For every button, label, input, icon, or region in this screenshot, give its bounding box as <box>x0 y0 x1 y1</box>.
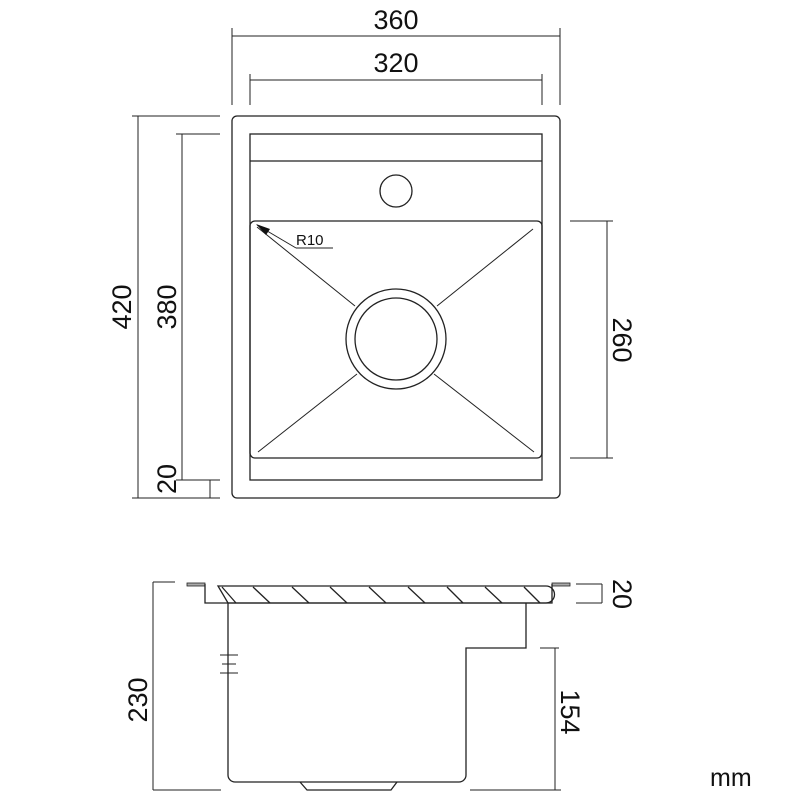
svg-text:230: 230 <box>123 677 153 722</box>
radius-label: R10 <box>296 232 324 249</box>
svg-text:380: 380 <box>152 284 182 329</box>
hatched-flange <box>216 585 556 604</box>
units-label: mm <box>710 764 752 792</box>
drain-outer-ring <box>345 288 447 390</box>
bowl-outline <box>249 220 543 459</box>
svg-text:154: 154 <box>555 689 585 734</box>
dimension-overall-width: 360 <box>231 5 561 105</box>
dimension-bowl-length: 260 <box>570 220 637 459</box>
dimension-overall-length: 420 <box>107 115 220 499</box>
outer-outline <box>231 115 561 499</box>
bowl-slope-lines <box>256 226 535 453</box>
overflow-marks <box>220 654 238 674</box>
dimension-flange-height: 20 <box>576 579 637 609</box>
svg-text:360: 360 <box>373 5 418 35</box>
drain-inner-ring <box>354 297 438 381</box>
svg-text:20: 20 <box>607 579 637 609</box>
dimension-inner-length: 380 <box>152 133 220 481</box>
dimension-bowl-depth: 154 <box>470 647 585 791</box>
svg-text:420: 420 <box>107 284 137 329</box>
inner-outline <box>249 133 543 481</box>
svg-text:320: 320 <box>373 48 418 78</box>
radius-leader: R10 <box>256 224 333 249</box>
drain-profile <box>299 781 398 791</box>
dimension-edge-offset: 20 <box>152 464 211 498</box>
top-view: R10 <box>231 115 561 499</box>
bowl-profile <box>227 603 527 783</box>
svg-text:260: 260 <box>607 317 637 362</box>
side-view <box>186 582 571 791</box>
dimension-inner-width: 320 <box>249 48 543 105</box>
svg-text:20: 20 <box>152 464 182 494</box>
dimension-total-depth: 230 <box>123 581 221 791</box>
faucet-hole <box>379 174 413 208</box>
flange-hatching <box>221 586 541 604</box>
